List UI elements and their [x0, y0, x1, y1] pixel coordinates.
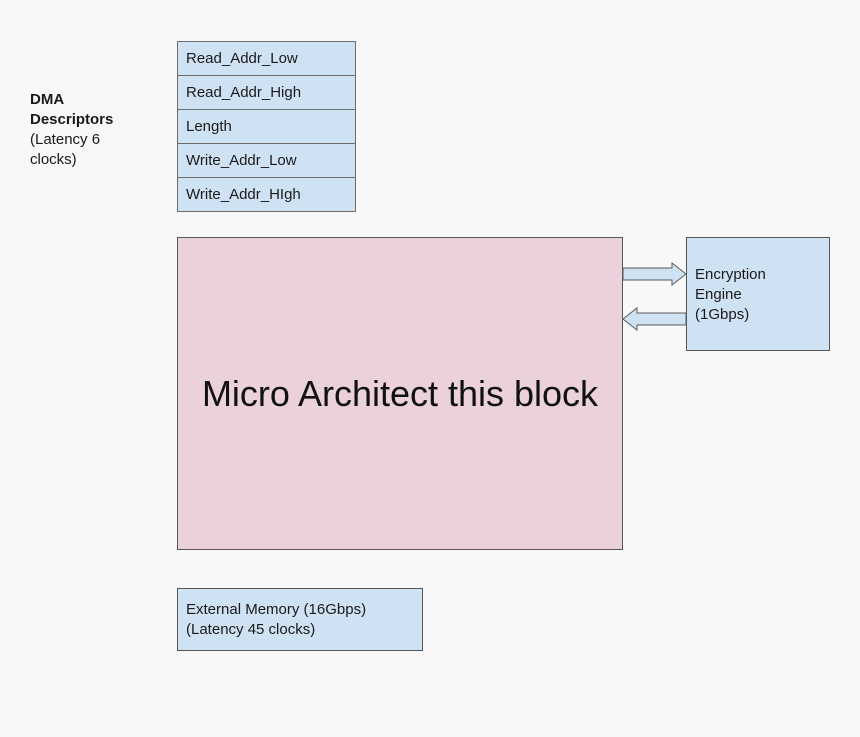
- external-memory-block: External Memory (16Gbps) (Latency 45 clo…: [177, 588, 423, 651]
- dma-descriptor-table: Read_Addr_Low Read_Addr_High Length Writ…: [177, 41, 356, 212]
- arrow-to-encryption-engine: [622, 261, 687, 287]
- external-memory-line2: (Latency 45 clocks): [186, 621, 316, 638]
- arrow-from-encryption-engine: [622, 306, 687, 332]
- dma-latency-line1: (Latency 6: [30, 131, 101, 148]
- dma-title-line2: Descriptors: [30, 111, 114, 128]
- descriptor-write-addr-low: Write_Addr_Low: [177, 143, 356, 178]
- encryption-engine-line2: Engine: [695, 286, 742, 303]
- encryption-engine-line1: Encryption: [695, 266, 766, 283]
- micro-architecture-block: Micro Architect this block: [177, 237, 623, 550]
- encryption-engine-line3: (1Gbps): [695, 306, 750, 323]
- encryption-engine-block: Encryption Engine (1Gbps): [686, 237, 830, 351]
- dma-title-line1: DMA: [30, 91, 65, 108]
- dma-descriptors-label: DMA Descriptors (Latency 6 clocks): [30, 90, 113, 170]
- micro-architecture-label: Micro Architect this block: [201, 372, 599, 414]
- external-memory-line1: External Memory (16Gbps): [186, 601, 367, 618]
- descriptor-write-addr-high: Write_Addr_HIgh: [177, 177, 356, 212]
- dma-latency-line2: clocks): [30, 151, 77, 168]
- descriptor-length: Length: [177, 109, 356, 144]
- descriptor-read-addr-low: Read_Addr_Low: [177, 41, 356, 76]
